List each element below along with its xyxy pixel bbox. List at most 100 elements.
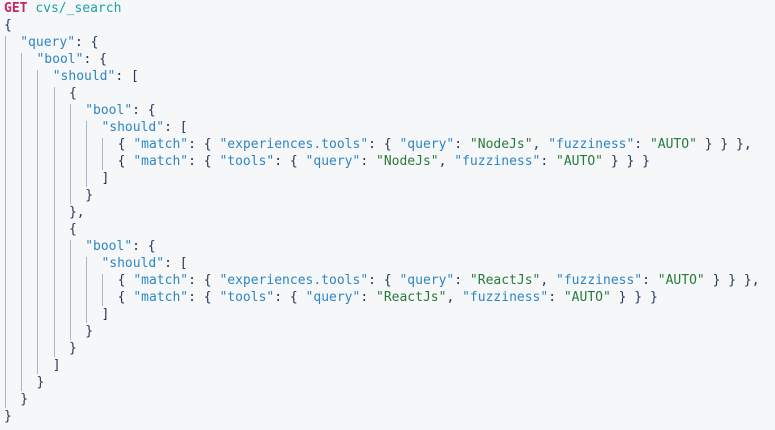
code-line[interactable]: { xyxy=(0,85,775,102)
json-key: "bool" xyxy=(85,103,133,118)
json-punctuation: { xyxy=(4,18,12,33)
json-string-value: "ReactJs" xyxy=(469,273,541,288)
json-string-value: "NodeJs" xyxy=(376,154,439,169)
json-key: "query" xyxy=(305,290,361,305)
json-string-value: "ReactJs" xyxy=(376,290,447,305)
code-line[interactable]: { "match": { "tools": { "query": "ReactJ… xyxy=(0,289,775,306)
json-punctuation: : xyxy=(454,273,470,288)
json-key: "should" xyxy=(52,69,116,84)
json-punctuation: : xyxy=(642,273,658,288)
json-punctuation: , xyxy=(438,154,455,169)
json-punctuation: : { xyxy=(368,273,400,288)
json-punctuation: { xyxy=(117,137,134,152)
code-line[interactable]: "bool": { xyxy=(0,102,775,119)
request-method: GET xyxy=(4,1,28,16)
json-key: "fuzziness" xyxy=(454,154,541,169)
json-punctuation: : xyxy=(540,154,557,169)
json-punctuation: } xyxy=(20,392,29,407)
json-punctuation: } xyxy=(4,409,12,424)
code-line[interactable]: ] xyxy=(0,306,775,323)
json-punctuation: } } }, xyxy=(696,137,752,152)
json-key: "query" xyxy=(20,35,76,50)
json-punctuation: { xyxy=(68,86,77,101)
json-punctuation: : { xyxy=(274,290,306,305)
json-key: "fuzziness" xyxy=(556,273,643,288)
code-line[interactable]: "should": [ xyxy=(0,255,775,272)
code-line[interactable]: } xyxy=(0,408,775,425)
json-key: "fuzziness" xyxy=(462,290,549,305)
code-line[interactable]: "bool": { xyxy=(0,238,775,255)
json-key: "query" xyxy=(399,137,455,152)
code-line[interactable]: } xyxy=(0,340,775,357)
code-line[interactable]: } xyxy=(0,374,775,391)
json-key: "match" xyxy=(133,154,189,169)
json-punctuation: : xyxy=(634,137,650,152)
json-string-value: "AUTO" xyxy=(556,154,603,169)
json-punctuation: ] xyxy=(52,358,61,373)
code-line[interactable]: { "match": { "experiences.tools": { "que… xyxy=(0,272,775,289)
json-key: "tools" xyxy=(219,290,275,305)
json-key: "match" xyxy=(133,137,189,152)
json-punctuation: ] xyxy=(101,307,110,322)
json-punctuation: { xyxy=(68,222,77,237)
json-punctuation: : { xyxy=(132,239,156,254)
code-line[interactable]: }, xyxy=(0,204,775,221)
json-punctuation: : xyxy=(360,290,376,305)
json-key: "fuzziness" xyxy=(548,137,635,152)
json-punctuation: : xyxy=(454,137,470,152)
json-punctuation: } } } xyxy=(610,290,658,305)
code-line[interactable]: "should": [ xyxy=(0,119,775,136)
code-line[interactable]: "should": [ xyxy=(0,68,775,85)
json-punctuation: : { xyxy=(188,290,220,305)
json-punctuation: : { xyxy=(368,137,400,152)
request-url: cvs/_search xyxy=(35,1,122,16)
json-punctuation: : { xyxy=(188,273,220,288)
json-key: "query" xyxy=(305,154,361,169)
json-punctuation: : [ xyxy=(164,256,188,271)
code-line[interactable]: } xyxy=(0,187,775,204)
json-punctuation: : [ xyxy=(164,120,188,135)
json-string-value: "AUTO" xyxy=(563,290,611,305)
json-key: "should" xyxy=(101,256,165,271)
json-key: "bool" xyxy=(85,239,133,254)
json-punctuation: : [ xyxy=(115,69,139,84)
code-line[interactable]: { "match": { "experiences.tools": { "que… xyxy=(0,136,775,153)
code-line[interactable]: { "match": { "tools": { "query": "NodeJs… xyxy=(0,153,775,170)
json-punctuation: : { xyxy=(274,154,306,169)
json-key: "experiences.tools" xyxy=(219,273,369,288)
code-line[interactable]: } xyxy=(0,323,775,340)
code-line[interactable]: "bool": { xyxy=(0,51,775,68)
json-punctuation: , xyxy=(532,137,549,152)
json-key: "match" xyxy=(133,290,189,305)
json-key: "query" xyxy=(399,273,455,288)
json-key: "match" xyxy=(133,273,189,288)
json-punctuation: : { xyxy=(83,52,107,67)
code-line[interactable]: ] xyxy=(0,170,775,187)
json-key: "should" xyxy=(101,120,165,135)
code-line[interactable]: } xyxy=(0,391,775,408)
json-punctuation: } xyxy=(85,324,94,339)
json-punctuation: : { xyxy=(75,35,99,50)
json-punctuation: } xyxy=(68,341,77,356)
json-punctuation: { xyxy=(117,273,134,288)
json-punctuation: { xyxy=(117,154,134,169)
json-string-value: "AUTO" xyxy=(649,137,697,152)
json-punctuation: ] xyxy=(101,171,110,186)
json-punctuation: } } } xyxy=(603,154,650,169)
json-key: "bool" xyxy=(36,52,84,67)
json-punctuation: : xyxy=(360,154,376,169)
request-line[interactable]: GET cvs/_search xyxy=(0,0,775,17)
json-punctuation: , xyxy=(446,290,463,305)
json-punctuation: : { xyxy=(188,137,220,152)
code-line[interactable]: ] xyxy=(0,357,775,374)
json-punctuation: } xyxy=(85,188,94,203)
code-line[interactable]: { xyxy=(0,221,775,238)
json-punctuation: , xyxy=(540,273,557,288)
json-punctuation: { xyxy=(117,290,134,305)
code-line[interactable]: { xyxy=(0,17,775,34)
code-line[interactable]: "query": { xyxy=(0,34,775,51)
json-key: "experiences.tools" xyxy=(219,137,369,152)
json-punctuation: } xyxy=(36,375,45,390)
